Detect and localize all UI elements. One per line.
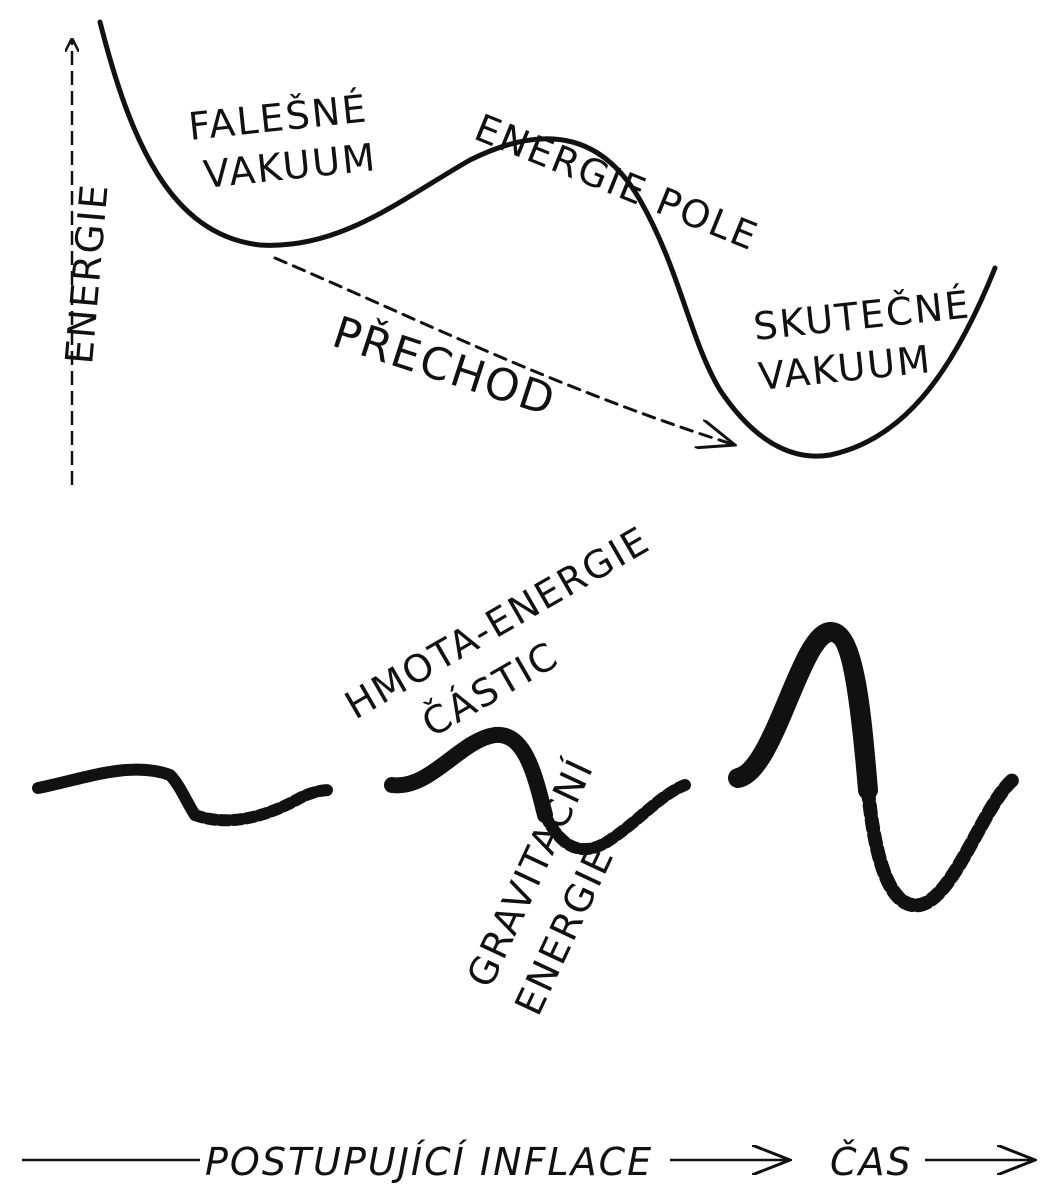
true-vacuum-label-line2: VAKUUM bbox=[756, 337, 934, 399]
time-label: ČAS bbox=[830, 1140, 913, 1184]
true-vacuum-label-line1: SKUTEČNÉ bbox=[751, 282, 972, 349]
field-potential-curve bbox=[97, 19, 998, 459]
wave1-particle-energy bbox=[32, 763, 201, 821]
wave3-particle-energy bbox=[728, 622, 878, 800]
wave2-grav-energy bbox=[539, 779, 691, 856]
inflation-label: POSTUPUJÍCÍ INFLACE bbox=[205, 1140, 653, 1184]
energy-axis-label: ENERGIE bbox=[57, 181, 117, 366]
wave1-grav-energy bbox=[189, 784, 336, 827]
wave3-grav-energy bbox=[861, 771, 1022, 913]
field-energy-label: ENERGIE POLE bbox=[469, 106, 765, 260]
wave2-particle-energy bbox=[384, 726, 553, 823]
transition-label: PŘECHOD bbox=[327, 306, 563, 427]
transition-arrow bbox=[273, 256, 735, 445]
